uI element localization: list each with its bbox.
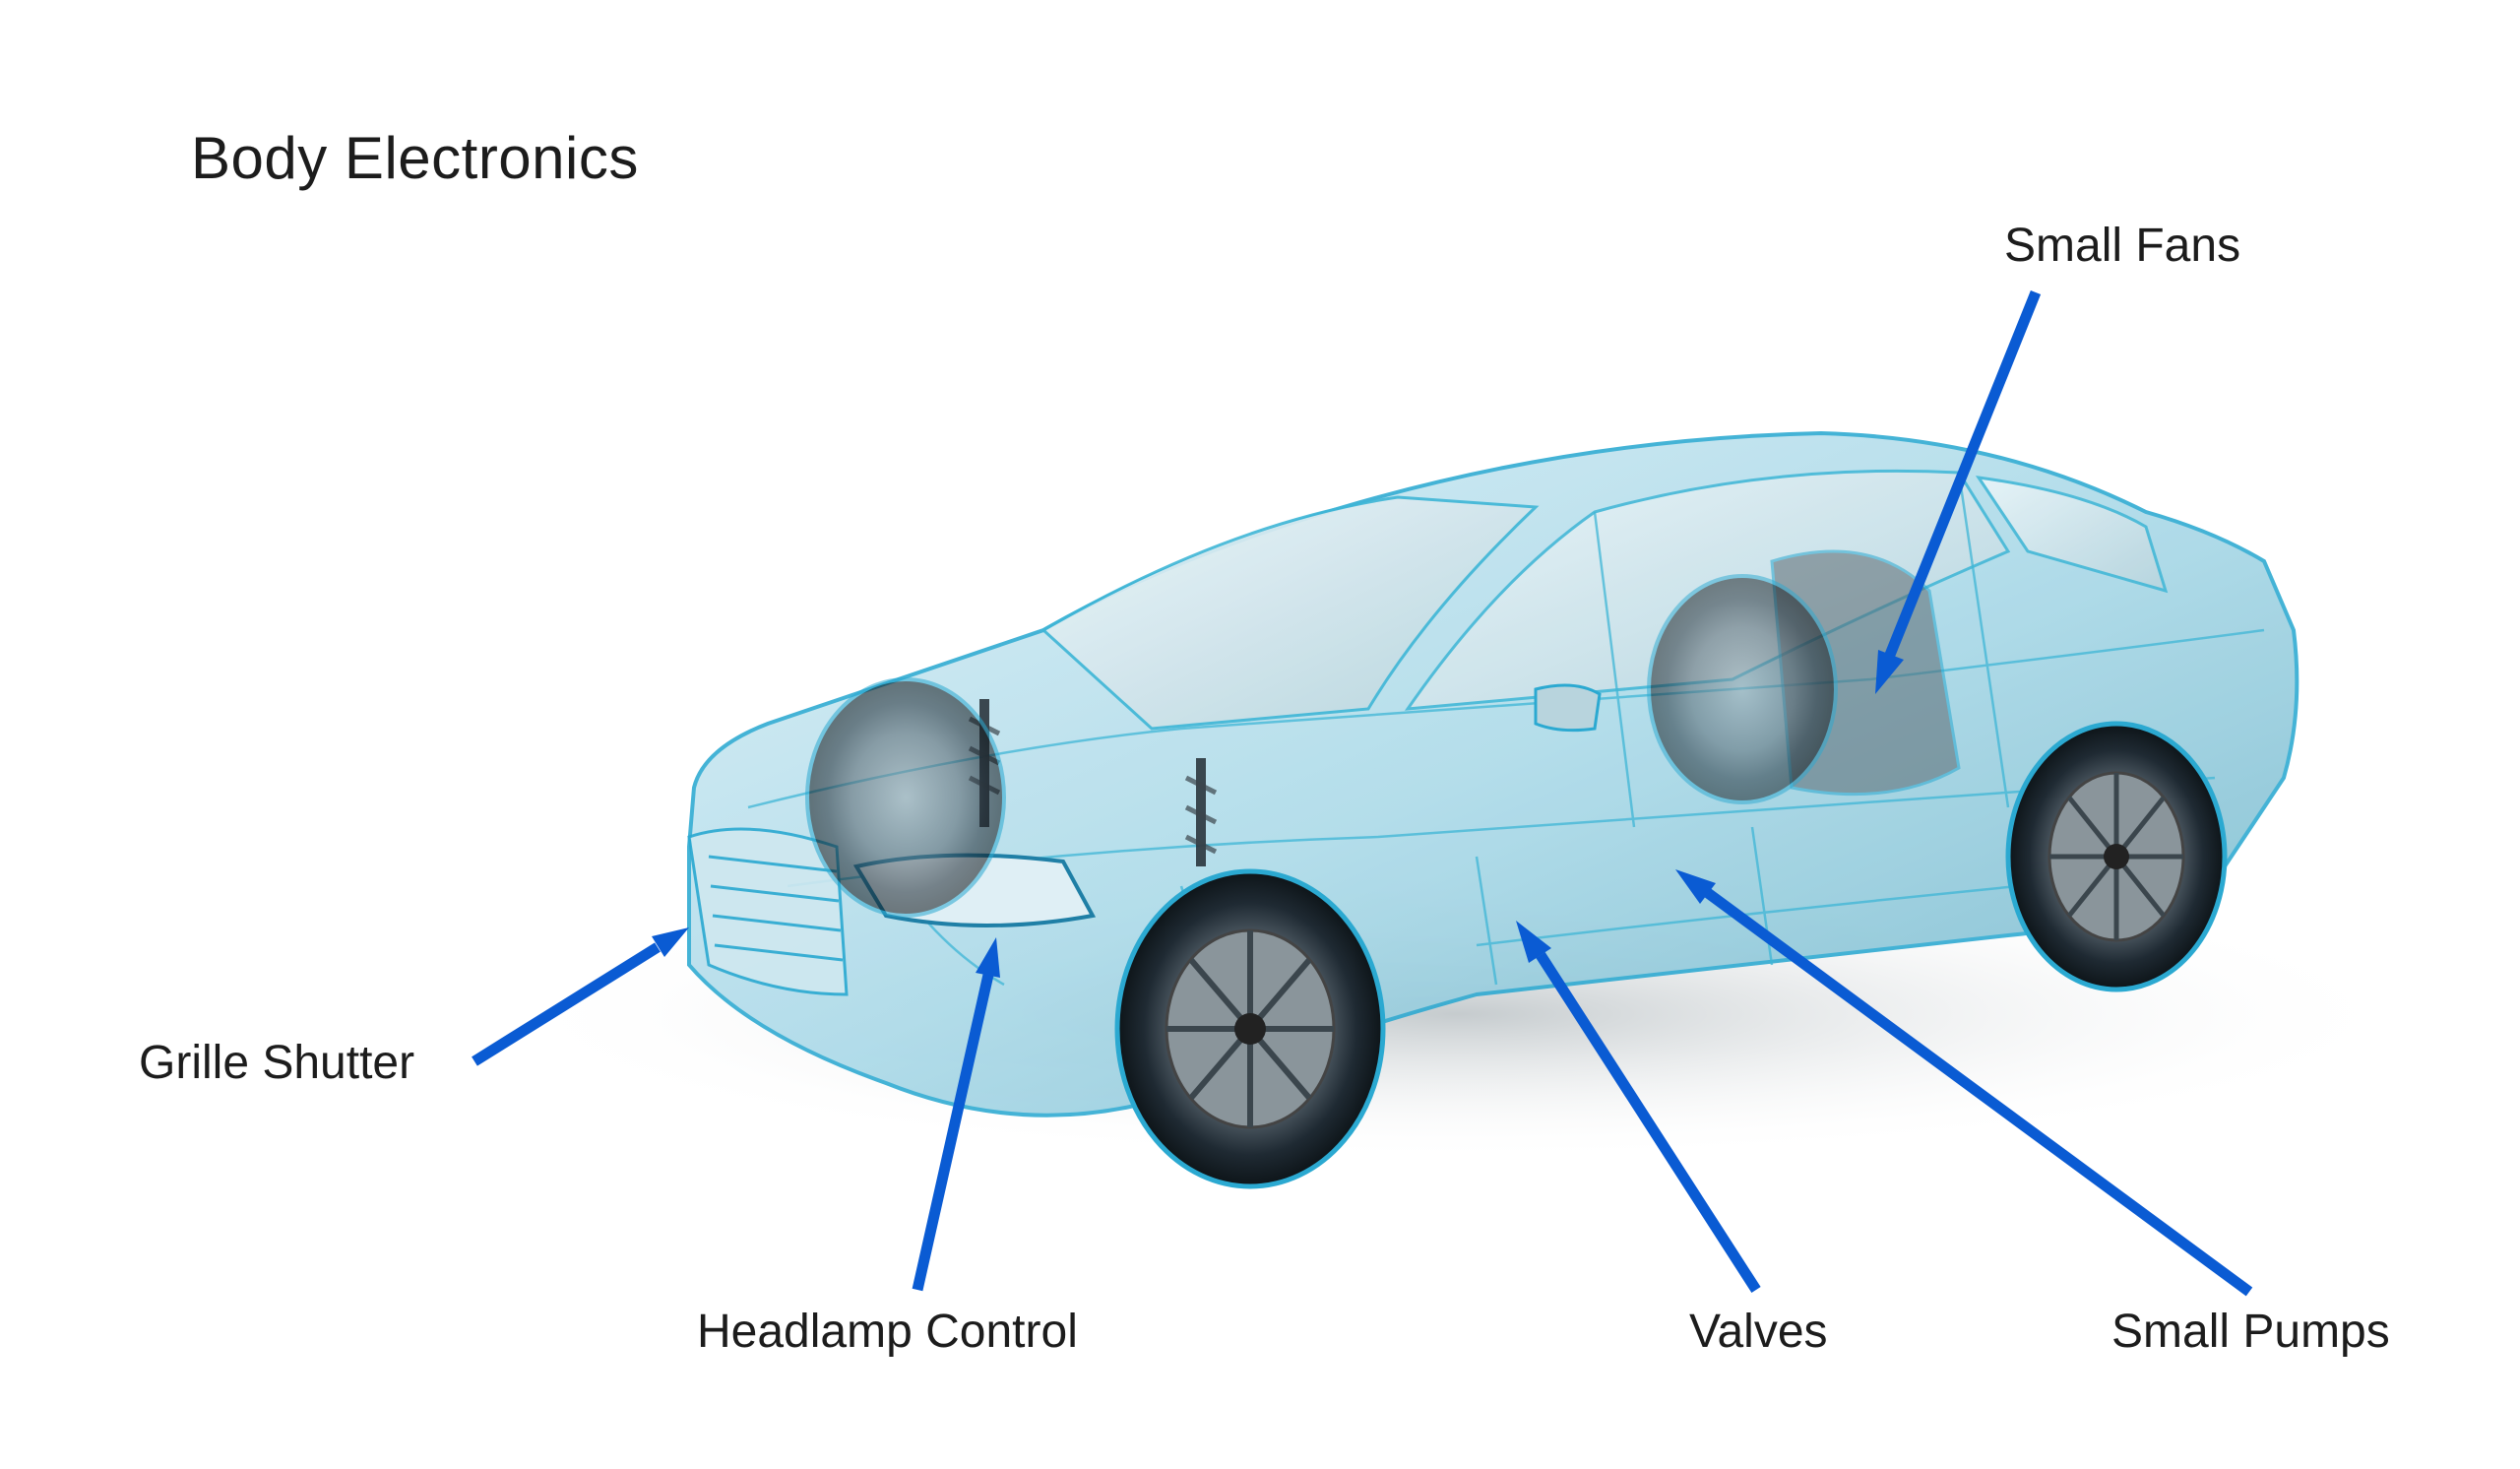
arrow-headlamp-control-head [976, 937, 1000, 978]
label-small-pumps: Small Pumps [2111, 1306, 2390, 1358]
label-grille-shutter: Grille Shutter [139, 1037, 415, 1089]
arrow-grille-shutter-head [652, 927, 689, 957]
arrow-small-fans-head [1875, 650, 1904, 694]
car-rear-window [1975, 476, 2169, 594]
rear-left-wheel-back [1647, 574, 1838, 804]
label-small-fans: Small Fans [2004, 220, 2241, 272]
side-mirror [1534, 683, 1602, 733]
label-headlamp-control: Headlamp Control [697, 1306, 1078, 1358]
page-title: Body Electronics [191, 125, 639, 191]
arrow-small-pumps [1704, 888, 2253, 1297]
label-valves: Valves [1689, 1306, 1828, 1358]
car-windshield [1040, 495, 1540, 731]
arrow-small-pumps-head [1675, 869, 1716, 904]
arrow-valves [1536, 952, 1761, 1293]
front-grille [687, 827, 849, 996]
front-left-wheel-back [805, 677, 1006, 918]
front-wheel [1114, 868, 1386, 1189]
rear-wheel [2005, 721, 2228, 992]
arrow-valves-head [1516, 921, 1551, 963]
arrow-small-fans [1884, 289, 2042, 658]
arrow-headlamp-control [912, 973, 994, 1292]
callout-arrows [472, 289, 2253, 1297]
arrow-grille-shutter [472, 942, 661, 1066]
